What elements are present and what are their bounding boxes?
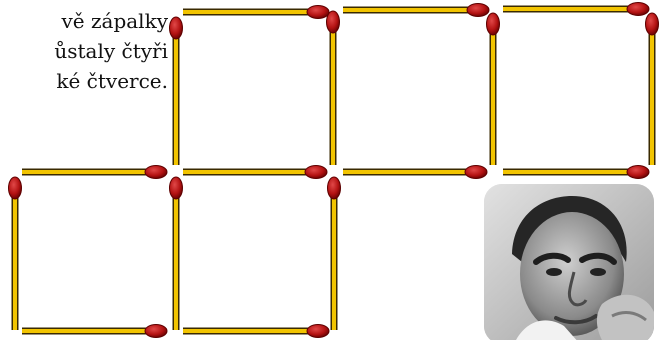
match-stick-icon xyxy=(503,166,649,179)
match-stick-icon xyxy=(343,4,489,17)
match-stick-icon xyxy=(503,3,649,16)
match-stick-icon xyxy=(327,11,340,165)
match-stick-icon xyxy=(170,177,183,330)
match-stick-icon xyxy=(487,13,500,165)
match-stick-icon xyxy=(328,177,341,330)
match-stick-icon xyxy=(183,6,329,19)
match-stick-icon xyxy=(9,177,22,330)
match-stick-icon xyxy=(183,166,327,179)
match-stick-icon xyxy=(22,325,167,338)
match-stick-icon xyxy=(22,166,167,179)
portrait-photo xyxy=(484,184,654,340)
match-stick-icon xyxy=(343,166,487,179)
match-stick-icon xyxy=(170,17,183,165)
match-stick-icon xyxy=(646,13,659,165)
match-stick-icon xyxy=(183,325,329,338)
